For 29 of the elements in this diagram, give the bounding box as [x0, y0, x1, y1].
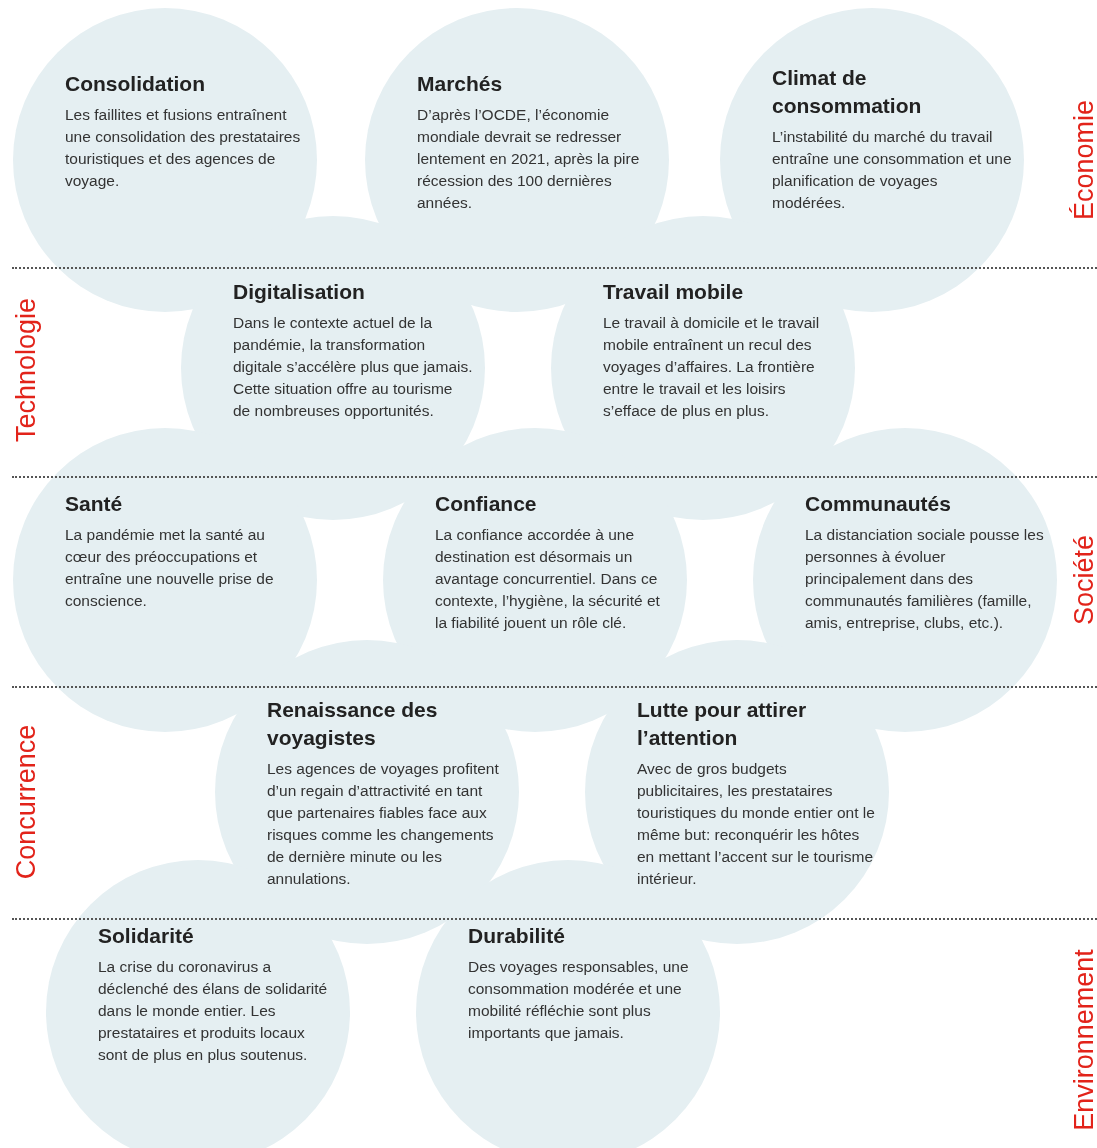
body-text: La confiance accordée à une destination est désormais un avantage concurrentiel. Dans ce contexte, l’hygiène, la sécurité et la fiabilité jouent un rôle clé.: [435, 525, 661, 633]
heading: Digitalisation: [233, 279, 366, 305]
heading: Travail mobile: [603, 279, 745, 305]
body-text: Le travail à domicile et le travail mobile entraînent un recul des voyages d’affaires. La frontière entre le travail et les loisirs s’efface de plus en plus.: [603, 313, 821, 421]
heading: Santé: [65, 491, 124, 517]
category-label: Société: [1068, 534, 1097, 626]
body-text: Avec de gros budgets publicitaires, les prestataires touristiques du monde entier ont le même but: reconquérir les hôtes en mettant l’accent sur le tourisme intérieur.: [637, 759, 876, 889]
body-text: L’instabilité du marché du travail entraîne une consommation et une planification de voyages modérées.: [772, 127, 1012, 213]
body-text: D’après l’OCDE, l’économie mondiale devrait se redresser lentement en 2021, après la pire récession des 100 dernières années.: [417, 105, 641, 213]
body-text: Des voyages responsables, une consommation modérée et une mobilité réfléchie sont plus importants que jamais.: [468, 957, 690, 1043]
heading: Confiance: [435, 491, 538, 517]
heading: Durabilité: [468, 923, 566, 949]
heading: Communautés: [805, 491, 952, 517]
body-text: La pandémie met la santé au cœur des préoccupations et entraîne une nouvelle prise de conscience.: [65, 525, 275, 611]
heading: Renaissance des voyagistes: [267, 697, 439, 751]
category-label: Économie: [1068, 99, 1097, 221]
heading: Consolidation: [65, 71, 206, 97]
heading: Climat de consommation: [772, 65, 923, 119]
body-text: Dans le contexte actuel de la pandémie, la transformation digitale s’accélère plus que jamais. Cette situation offre au tourisme de nombreuses opportunités.: [233, 313, 473, 421]
body-text: La distanciation sociale pousse les personnes à évoluer principalement dans des communautés familières (famille, amis, entreprise, clubs, etc.).: [805, 525, 1045, 633]
heading: Marchés: [417, 71, 504, 97]
category-label: Environnement: [1068, 949, 1097, 1131]
heading: Lutte pour attirer l’attention: [637, 697, 808, 751]
heading: Solidarité: [98, 923, 195, 949]
body-text: Les agences de voyages profitent d’un regain d’attractivité en tant que partenaires fiables face aux risques comme les changements de dernière minute ou les annulations.: [267, 759, 500, 889]
category-label: Concurrence: [10, 724, 42, 880]
body-text: Les faillites et fusions entraînent une consolidation des prestataires touristiques et des agences de voyage.: [65, 105, 302, 191]
category-label: Technologie: [10, 297, 42, 443]
body-text: La crise du coronavirus a déclenché des élans de solidarité dans le monde entier. Les prestataires et produits locaux sont de plus en plus soutenus.: [98, 957, 329, 1065]
